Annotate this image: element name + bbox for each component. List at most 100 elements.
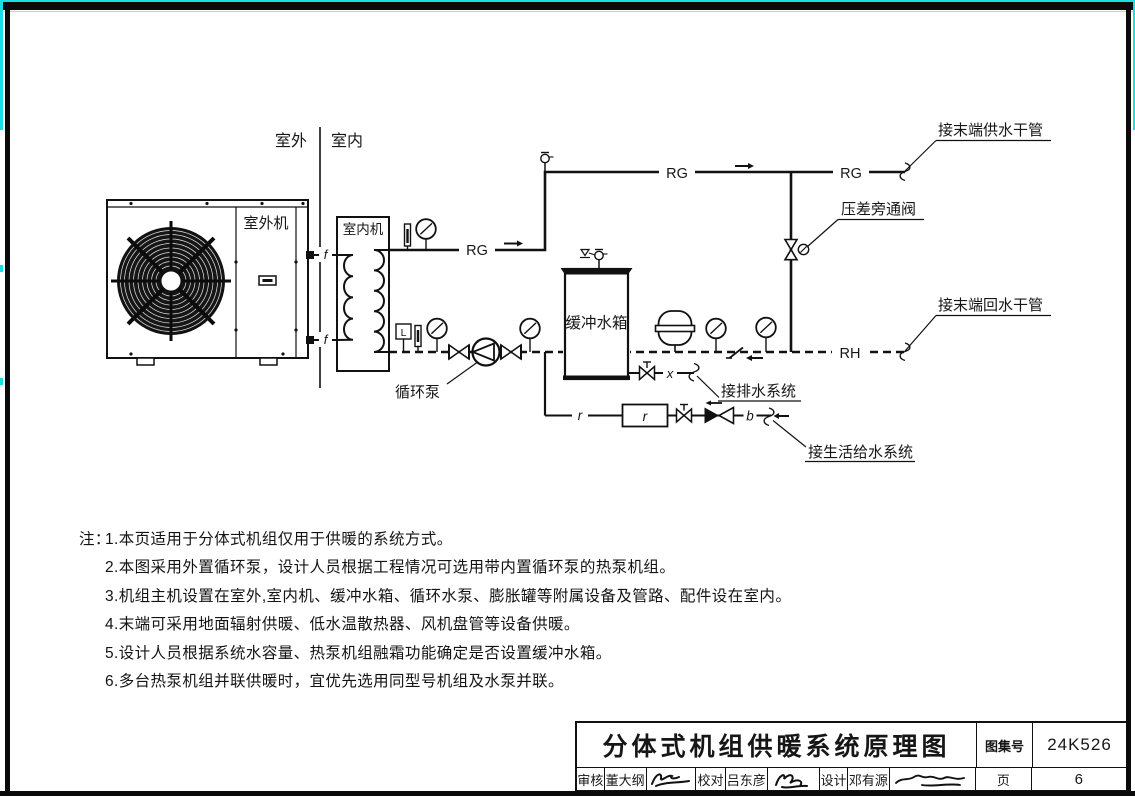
signature-scribble [650,773,690,787]
note-line: 3.机组主机设置在室外,室内机、缓冲水箱、循环水泵、膨胀罐等附属设备及管路、配件… [79,583,791,611]
note-item: 5.设计人员根据系统水容量、热泵机组融霜功能确定是否设置缓冲水箱。 [105,644,612,662]
note-item: 4.末端可采用地面辐射供暖、低水温散热器、风机盘管等设备供暖。 [105,616,580,634]
note-line: 5.设计人员根据系统水容量、热泵机组融霜功能确定是否设置缓冲水箱。 [79,640,791,668]
outdoor-unit-handle [258,275,277,286]
note-item: 1.本页适用于分体式机组仅用于供暖的系统方式。 [105,531,453,548]
designer-label: 设计 [820,768,849,790]
makeup-device: r [621,403,669,428]
note-line: 2.本图采用外置循环泵，设计人员根据工程情况可选用带内置循环泵的热泵机组。 [79,554,791,582]
supply-pipe-tag: RG [666,166,688,182]
scan-edge-accent [0,378,3,385]
buffer-tank-label: 缓冲水箱 [565,314,627,332]
page-number: 6 [1074,770,1083,788]
pressure-gauge-icon [519,317,541,340]
makeup-pipe-tag: r [578,408,583,423]
scan-edge-accent [0,10,1135,12]
vent-isolation-icon [579,248,596,259]
level-controller-icon: L [395,323,412,352]
scan-edge-accent [1132,0,1135,130]
thermometer-icon [414,324,422,352]
bypass-valve-label: 压差旁通阀 [841,201,916,218]
notes-block: 注： 1.本页适用于分体式机组仅用于供暖的系统方式。 2.本图采用外置循环泵，设… [79,526,791,696]
note-item: 3.机组主机设置在室外,室内机、缓冲水箱、循环水泵、膨胀罐等附属设备及管路、配件… [105,587,792,605]
refrigerant-pipes: f f [306,247,337,347]
checker-label: 校对 [696,768,726,790]
makeup-device-tag: r [643,408,649,424]
return-pipe: L 循环泵 [389,297,1051,401]
supply-pipe-tag: RG [466,243,488,259]
outdoor-unit-foot [259,357,278,366]
air-vent-icon [540,151,555,173]
outdoor-unit-foot [136,357,155,366]
drain-branch: x 接排水系统 [628,361,801,402]
flow-arrow-left [773,413,789,419]
page-border-top [0,2,1135,10]
to-supply-main-label: 接末端供水干管 [938,122,1043,139]
note-line: 注： 1.本页适用于分体式机组仅用于供暖的系统方式。 [79,526,791,554]
circulation-pump-icon [470,337,501,367]
atlas-number-value: 24K526 [1047,735,1112,754]
to-return-main-label: 接末端回水干管 [938,297,1043,314]
shutoff-valve-icon [448,343,470,361]
flow-arrow-right [504,240,523,247]
refrigerant-tag: f [324,332,329,347]
drain-valve-icon [638,361,656,381]
refrigerant-coil [336,254,354,341]
note-item: 6.多台热泵机组并联供暖时，宜优先选用同型号机组及水泵并联。 [105,673,564,691]
flow-arrow-right [735,163,754,169]
pump-label: 循环泵 [395,384,440,401]
to-drain-label: 接排水系统 [721,383,796,400]
checker-signature [768,768,821,790]
pressure-gauge-icon [426,317,448,340]
page-border-left [5,2,10,795]
signature-scribble [775,774,809,789]
indoor-unit: 室内机 [336,216,390,372]
return-pipe-tag: RH [840,346,861,362]
expansion-tank-icon [654,310,696,352]
outdoor-unit-label: 室外机 [243,215,288,232]
scan-edge-accent [0,0,3,130]
atlas-number-label: 图集号 [977,723,1033,767]
to-domestic-label: 接生活给水系统 [808,444,913,461]
bypass-valve-icon [783,238,810,261]
refrigerant-tag: f [324,247,329,262]
makeup-water-branch: r r b 接生活给水系统 [543,352,915,463]
shutoff-valve-icon [500,343,522,361]
thermometer-icon [403,223,412,250]
flow-arrow-left [746,355,763,361]
note-line: 6.多台热泵机组并联供暖时，宜优先选用同型号机组及水泵并联。 [79,668,791,696]
outdoor-unit: 室外机 [106,199,309,366]
pressure-gauge-icon [705,317,727,340]
supply-pipe-tag: RG [840,166,862,182]
reviewer-name: 董大纲 [605,768,647,790]
designer-name: 邓有源 [848,768,890,790]
buffer-tank: 缓冲水箱 [560,248,633,382]
pressure-gauge-icon [415,218,437,240]
signature-scribble [895,774,966,787]
drawing-title: 分体式机组供暖系统原理图 [577,723,977,767]
water-coil [373,249,389,353]
reviewer-label: 审核 [577,768,605,790]
drain-pipe-tag: x [666,366,674,381]
indoor-zone-label: 室内 [331,132,363,150]
makeup-valve-icon [675,403,693,423]
scan-edge-accent [0,0,1135,2]
notes-prefix: 注： [79,531,111,548]
check-valve-icon [726,346,744,359]
supply-pipe: RG RG RG 接末端供水干管 [389,122,1051,259]
level-tag: L [401,327,407,339]
title-block-top-row: 分体式机组供暖系统原理图 图集号 24K526 [577,723,1126,768]
indoor-unit-label: 室内机 [343,221,384,237]
title-block: 分体式机组供暖系统原理图 图集号 24K526 审核 董大纲 校对 吕东彦 设计… [575,721,1128,792]
outdoor-zone-label: 室外 [275,132,307,150]
bypass-branch: 压差旁通阀 [783,172,924,352]
page-border-right [1126,2,1131,795]
checker-name: 吕东彦 [726,768,768,790]
note-line: 4.末端可采用地面辐射供暖、低水温散热器、风机盘管等设备供暖。 [79,611,791,639]
designer-signature [890,768,977,790]
pressure-gauge-icon [755,316,777,339]
reviewer-signature [647,768,697,790]
domestic-pipe-tag: b [746,409,754,424]
